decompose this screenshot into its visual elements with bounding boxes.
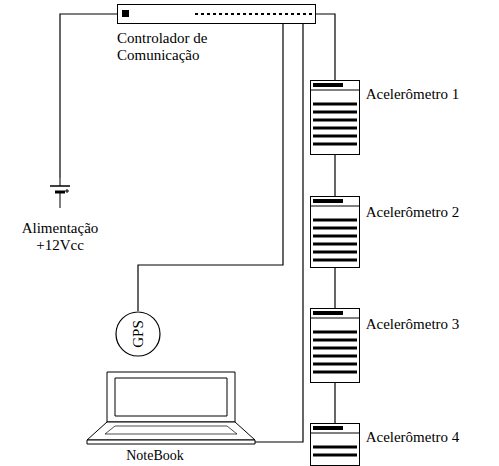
accelerometer: Acelerômetro 4 xyxy=(310,423,462,466)
accelerometer: Acelerômetro 3 xyxy=(310,308,462,383)
node-label: Controlador de Comunicação xyxy=(117,30,237,63)
node-label: NoteBook xyxy=(105,448,205,463)
wire xyxy=(334,383,335,423)
wire xyxy=(60,14,117,178)
acc-shape xyxy=(310,80,360,155)
power-battery: Alimentação +12Vcc xyxy=(10,178,112,255)
wire xyxy=(334,155,335,196)
accelerometer: Acelerômetro 2 xyxy=(310,196,462,268)
gps-circle: GPS xyxy=(115,311,163,359)
acc-shape xyxy=(310,308,360,383)
wire xyxy=(138,24,283,311)
communication-controller: Controlador de Comunicação xyxy=(117,4,316,65)
wire xyxy=(253,24,303,442)
ctrl-shape xyxy=(117,4,316,24)
node-label: Acelerômetro 4 xyxy=(365,429,460,446)
bat-shape xyxy=(50,178,70,208)
node-label: Acelerômetro 2 xyxy=(365,204,460,221)
notebook: NoteBook xyxy=(85,370,257,465)
node-label: Acelerômetro 3 xyxy=(365,316,460,333)
wire xyxy=(316,14,335,80)
node-label: GPS xyxy=(115,311,161,357)
node-label: Acelerômetro 1 xyxy=(365,86,460,103)
wire xyxy=(334,268,335,308)
laptop-shape xyxy=(85,370,257,446)
acc-shape xyxy=(310,423,360,466)
accelerometer: Acelerômetro 1 xyxy=(310,80,462,155)
acc-shape xyxy=(310,196,360,268)
node-label: Alimentação +12Vcc xyxy=(10,220,110,253)
